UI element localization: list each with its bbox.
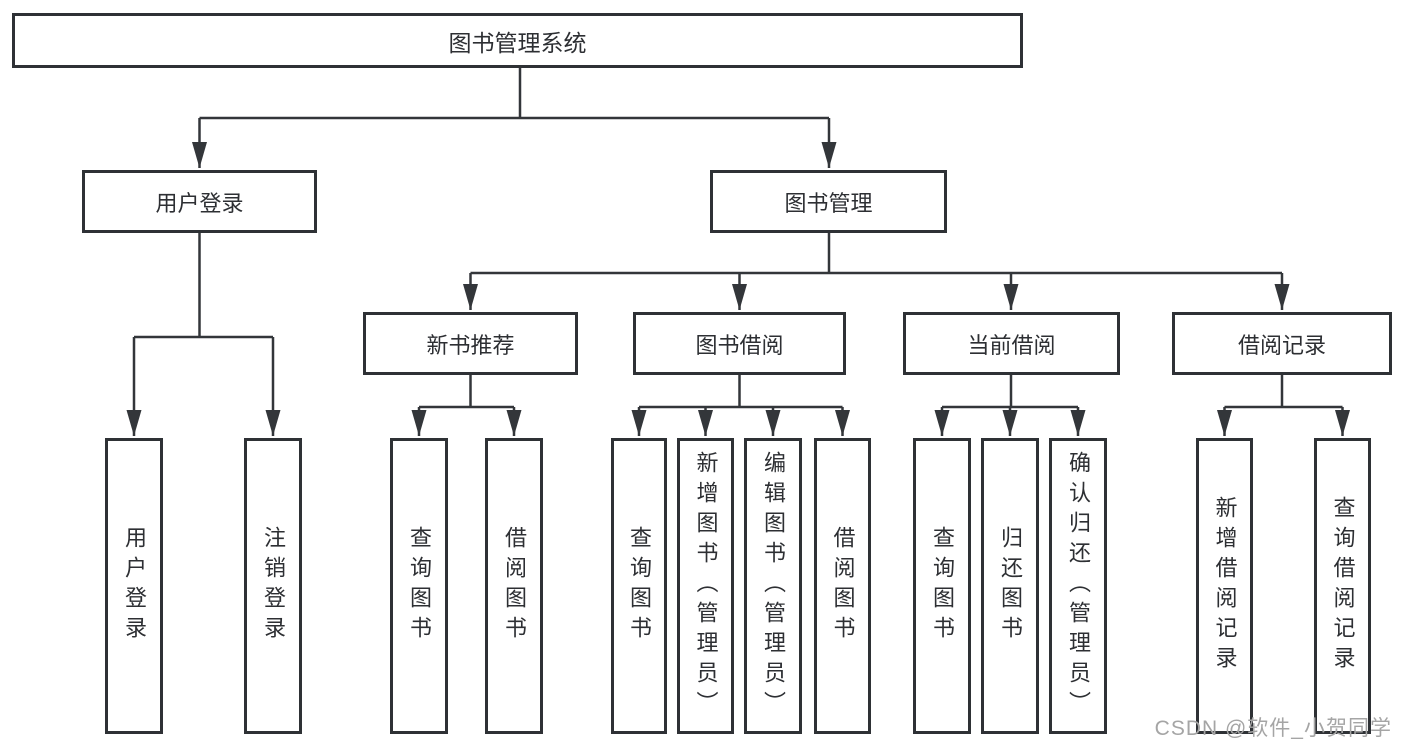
node-leaf-record-query: 查询借阅记录 xyxy=(1314,438,1371,734)
node-user-login-label: 用户登录 xyxy=(155,190,244,216)
connector-user-login-trunk xyxy=(134,233,273,339)
node-leaf-bor-borrow-label: 借阅图书 xyxy=(830,526,856,646)
node-leaf-rec-query-label: 查询图书 xyxy=(407,526,432,646)
connector-current-borrow-trunk xyxy=(942,375,1078,409)
connector-borrow-record-trunk xyxy=(1224,375,1343,409)
node-leaf-bor-edit: 编辑图书（管理员） xyxy=(744,438,802,734)
connector-new-book-rec-trunk xyxy=(419,375,514,409)
node-leaf-rec-borrow-label: 借阅图书 xyxy=(502,526,527,646)
node-leaf-cur-confirm: 确认归还（管理员） xyxy=(1049,438,1107,734)
node-book-mgmt-label: 图书管理 xyxy=(784,190,873,216)
node-leaf-logout: 注销登录 xyxy=(244,438,302,734)
node-leaf-cur-confirm-label: 确认归还（管理员） xyxy=(1066,451,1091,721)
node-current-borrow: 当前借阅 xyxy=(903,312,1120,375)
node-leaf-cur-query: 查询图书 xyxy=(913,438,971,734)
node-current-borrow-label: 当前借阅 xyxy=(967,332,1056,358)
watermark: CSDN @软件_小贺同学 xyxy=(1154,717,1392,740)
node-library-system: 图书管理系统 xyxy=(12,13,1023,68)
node-leaf-bor-borrow: 借阅图书 xyxy=(814,438,871,734)
node-new-book-rec: 新书推荐 xyxy=(363,312,578,375)
node-leaf-cur-return-label: 归还图书 xyxy=(998,526,1023,646)
node-leaf-rec-query: 查询图书 xyxy=(390,438,448,734)
node-leaf-record-add: 新增借阅记录 xyxy=(1196,438,1253,734)
node-book-mgmt: 图书管理 xyxy=(710,170,947,233)
node-borrow-record-label: 借阅记录 xyxy=(1237,332,1326,358)
node-leaf-record-query-label: 查询借阅记录 xyxy=(1330,496,1356,676)
node-leaf-bor-add-label: 新增图书（管理员） xyxy=(693,451,719,721)
node-book-borrow: 图书借阅 xyxy=(633,312,846,375)
node-leaf-bor-query: 查询图书 xyxy=(611,438,667,734)
node-borrow-record: 借阅记录 xyxy=(1172,312,1392,375)
node-leaf-bor-edit-label: 编辑图书（管理员） xyxy=(761,451,786,721)
node-leaf-rec-borrow: 借阅图书 xyxy=(485,438,543,734)
node-leaf-bor-add: 新增图书（管理员） xyxy=(677,438,734,734)
node-user-login: 用户登录 xyxy=(82,170,317,233)
node-leaf-logout-label: 注销登录 xyxy=(261,526,286,646)
connector-book-borrow-trunk xyxy=(639,375,843,409)
node-leaf-user-login: 用户登录 xyxy=(105,438,163,734)
node-library-system-label: 图书管理系统 xyxy=(448,29,587,56)
node-book-borrow-label: 图书借阅 xyxy=(695,332,784,358)
node-leaf-bor-query-label: 查询图书 xyxy=(627,526,652,646)
node-leaf-user-login-label: 用户登录 xyxy=(122,526,147,646)
node-leaf-cur-query-label: 查询图书 xyxy=(930,526,955,646)
node-leaf-cur-return: 归还图书 xyxy=(981,438,1039,734)
connector-root-trunk xyxy=(199,67,829,120)
node-leaf-record-add-label: 新增借阅记录 xyxy=(1212,496,1238,676)
connector-book-mgmt-trunk xyxy=(470,233,1282,275)
node-new-book-rec-label: 新书推荐 xyxy=(426,332,515,358)
